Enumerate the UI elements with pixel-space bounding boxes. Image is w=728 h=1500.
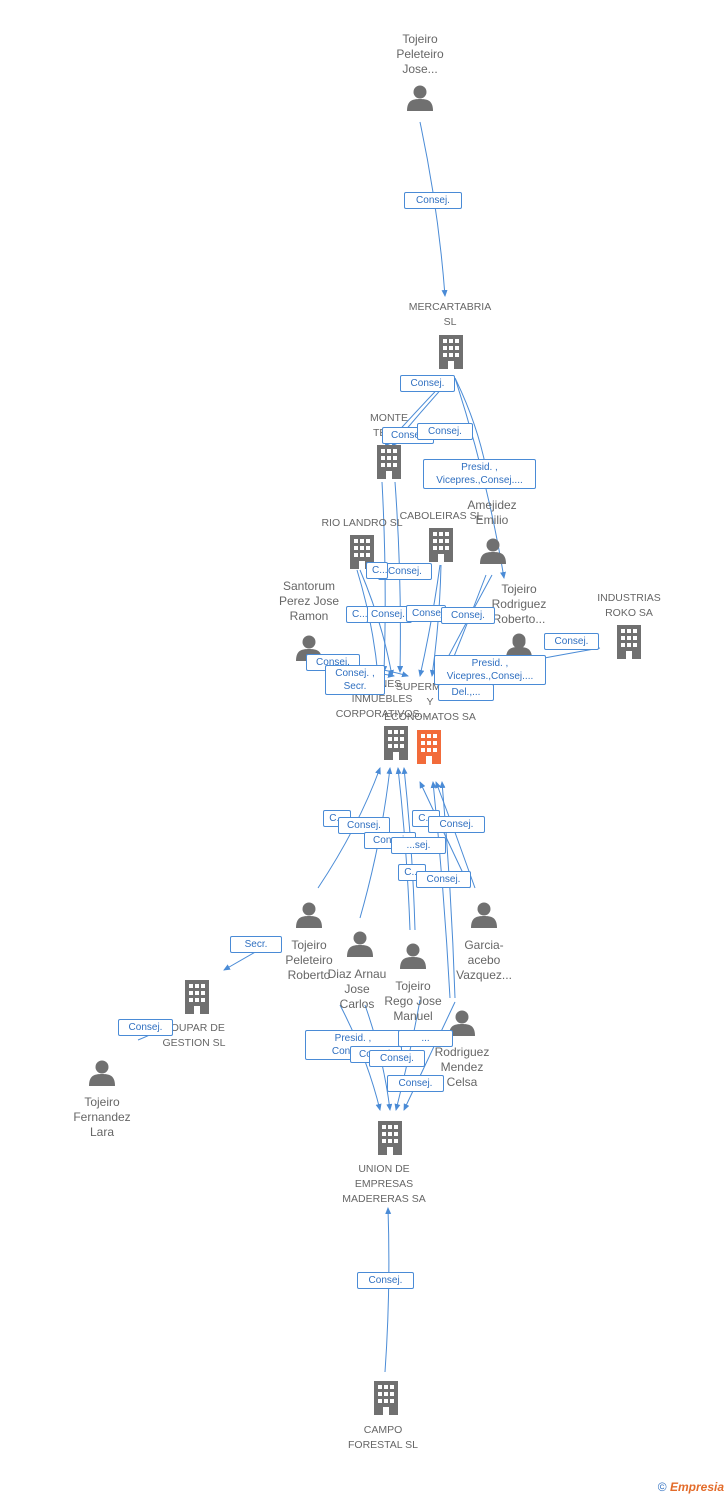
- building-icon-monte[interactable]: [377, 445, 401, 479]
- building-icon-union[interactable]: [378, 1121, 402, 1155]
- edge-role-label[interactable]: Consej.: [400, 375, 455, 392]
- edge-role-label[interactable]: Consej.: [369, 1050, 425, 1067]
- copyright-symbol: ©: [657, 1480, 667, 1494]
- brand-logo[interactable]: Empresia: [669, 1480, 724, 1494]
- node-label-tojeiro-roberto[interactable]: Tojeiro Peleteiro Roberto: [285, 938, 333, 982]
- node-label-diaz-arnau[interactable]: Diaz Arnau Jose Carlos: [327, 967, 387, 1011]
- edge-role-label[interactable]: Secr.: [230, 936, 282, 953]
- relation-edge: [430, 781, 451, 999]
- node-label-tojeiro-jose[interactable]: Tojeiro Peleteiro Jose...: [396, 32, 444, 76]
- node-label-industrias-roko[interactable]: INDUSTRIAS ROKO SA: [597, 592, 661, 619]
- relation-edge: [435, 781, 476, 889]
- node-label-garcia-acebo[interactable]: Garcia- acebo Vazquez...: [456, 938, 512, 982]
- node-label-tojeiro-rego[interactable]: Tojeiro Rego Jose Manuel: [384, 979, 442, 1023]
- edge-role-label[interactable]: Del.,...: [438, 684, 494, 701]
- person-icon-tojeiro-fernandez[interactable]: [89, 1060, 115, 1087]
- edge-role-label[interactable]: Consej.: [357, 1272, 414, 1289]
- relation-edge: [384, 1207, 392, 1373]
- relation-edge: [419, 121, 448, 297]
- relation-edge: [356, 569, 381, 677]
- edge-role-label[interactable]: Consej.: [364, 606, 412, 623]
- node-label-santorum[interactable]: Santorum Perez Jose Ramon: [278, 579, 340, 623]
- edge-role-label[interactable]: Consej.: [417, 423, 473, 440]
- edge-role-label[interactable]: Consej.: [378, 563, 432, 580]
- edge-role-label[interactable]: Consej. , Secr.: [325, 665, 385, 695]
- person-icon-garcia-acebo[interactable]: [471, 902, 497, 929]
- edge-role-label[interactable]: Presid. , Vicepres.,Consej....: [423, 459, 536, 489]
- building-icon-coupar[interactable]: [185, 980, 209, 1014]
- edge-role-label[interactable]: Consej.: [404, 192, 462, 209]
- building-icon-caboleiras[interactable]: [429, 528, 453, 562]
- edge-role-label[interactable]: Presid. , Vicepres.,Consej....: [434, 655, 546, 685]
- node-label-rodriguez-mendez[interactable]: Rodriguez Mendez Celsa: [434, 1045, 490, 1089]
- edge-role-label[interactable]: Consej.: [118, 1019, 173, 1036]
- edge-role-label[interactable]: ...: [398, 1030, 453, 1047]
- footer-credit: © Empresia: [658, 1480, 724, 1494]
- relation-edge: [359, 569, 394, 677]
- edge-role-label[interactable]: C...: [366, 562, 388, 579]
- edge-role-label[interactable]: Consej.: [544, 633, 599, 650]
- building-icon-bienes[interactable]: [384, 726, 408, 760]
- relation-edge: [439, 781, 456, 999]
- edge-role-label[interactable]: Consej.: [387, 1075, 444, 1092]
- node-label-campo[interactable]: CAMPO FORESTAL SL: [347, 1424, 419, 1451]
- building-icon-mercartabria[interactable]: [439, 335, 463, 369]
- node-label-caboleiras[interactable]: CABOLEIRAS SL: [399, 510, 483, 522]
- building-icon-industrias-roko[interactable]: [617, 625, 641, 659]
- person-icon-amejidez[interactable]: [480, 538, 506, 565]
- relation-edge: [403, 1001, 456, 1111]
- node-label-union[interactable]: UNION DE EMPRESAS MADERERAS SA: [342, 1163, 426, 1205]
- building-icon-campo[interactable]: [374, 1381, 398, 1415]
- person-icon-tojeiro-rego[interactable]: [400, 943, 426, 970]
- building-icon-supermercados[interactable]: [417, 730, 441, 764]
- person-icon-tojeiro-roberto[interactable]: [296, 902, 322, 929]
- node-label-rio-landro[interactable]: RIO LANDRO SL: [321, 517, 403, 529]
- node-label-tojeiro-roberto2[interactable]: Tojeiro Rodriguez Roberto...: [491, 582, 547, 626]
- edge-role-label[interactable]: C...: [346, 606, 368, 623]
- person-icon-tojeiro-jose[interactable]: [407, 85, 433, 112]
- edge-role-label[interactable]: Consej.: [428, 816, 485, 833]
- node-label-mercartabria[interactable]: MERCARTABRIA SL: [408, 301, 492, 328]
- node-label-tojeiro-fernandez[interactable]: Tojeiro Fernandez Lara: [73, 1095, 131, 1139]
- edge-role-label[interactable]: ...sej.: [391, 837, 446, 854]
- node-label-amejidez[interactable]: Amejidez Emilio: [467, 498, 517, 527]
- edge-role-label[interactable]: Consej.: [416, 871, 471, 888]
- edge-role-label[interactable]: Consej.: [406, 605, 446, 622]
- node-label-coupar[interactable]: COUPAR DE GESTION SL: [162, 1022, 226, 1049]
- edge-role-label[interactable]: Consej.: [441, 607, 495, 624]
